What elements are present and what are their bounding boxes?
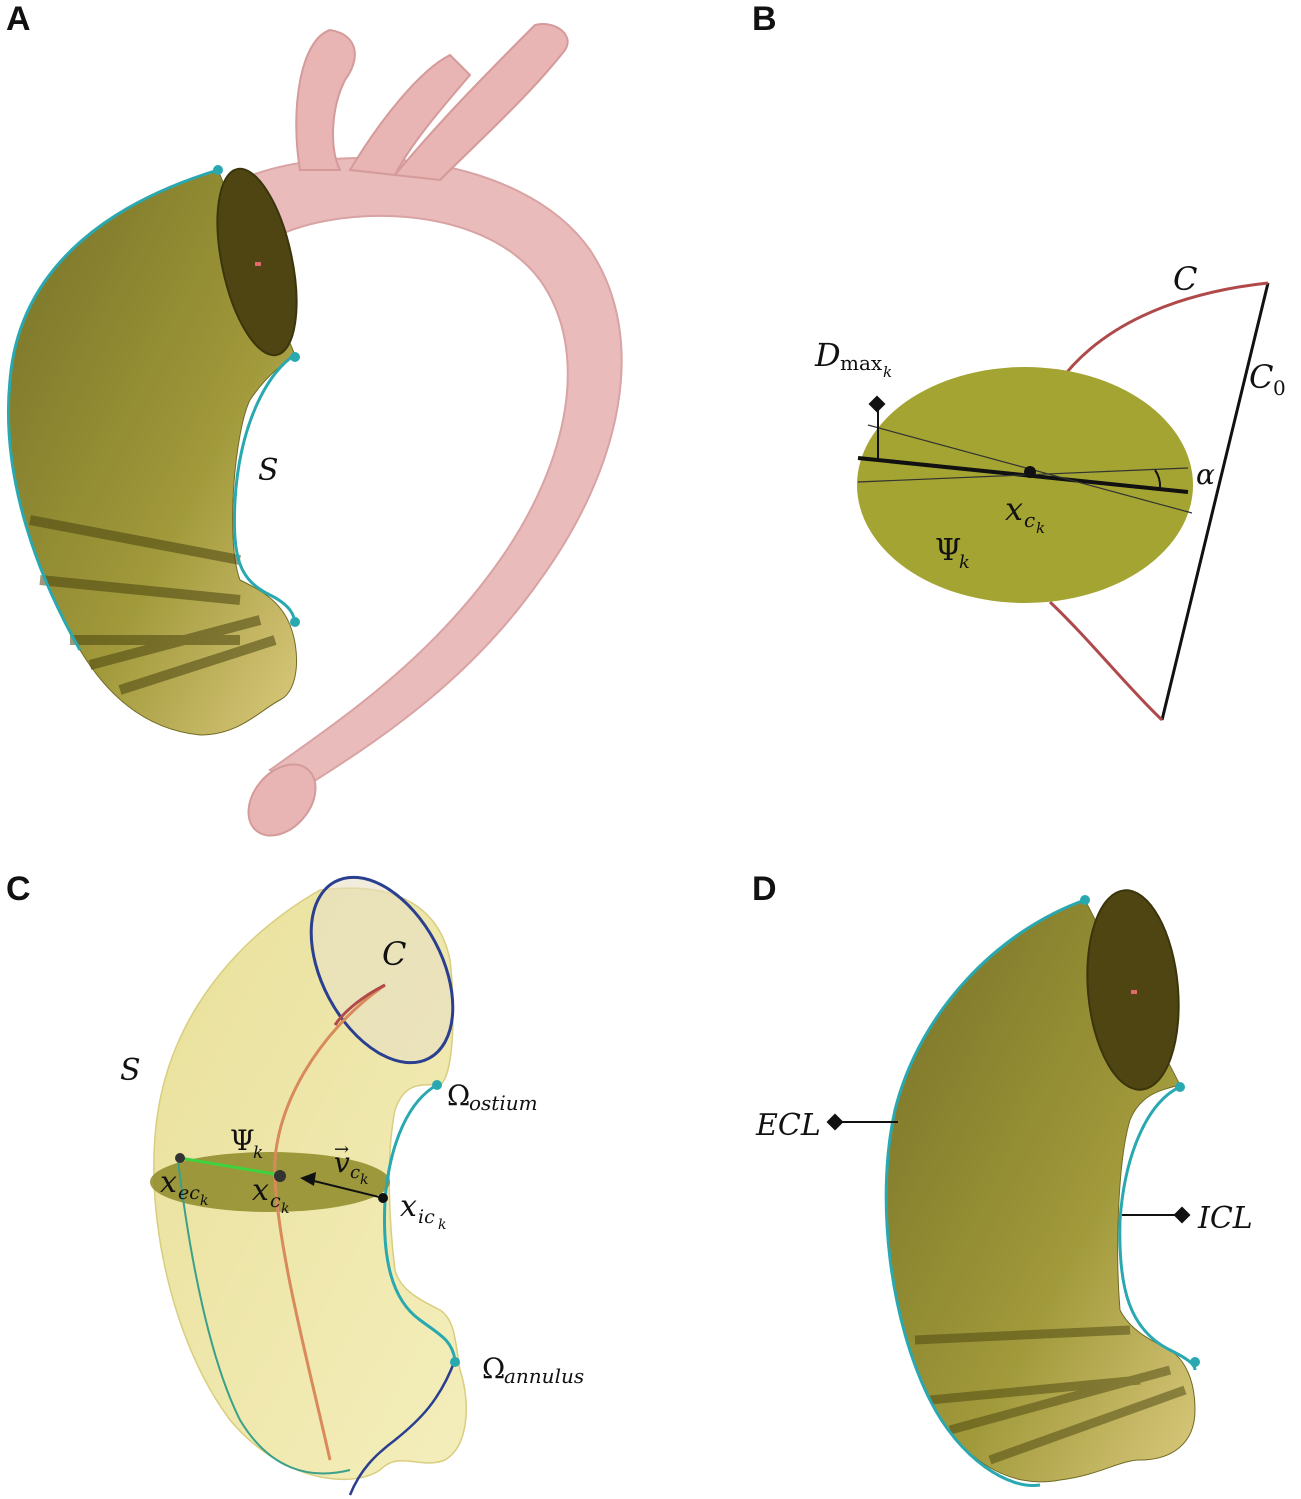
label-c-ostium-sub: ostium — [469, 1091, 538, 1115]
internal-curve-c — [383, 1083, 457, 1361]
label-b-psi-sub: k — [959, 552, 970, 573]
panel-a: S — [6, 23, 623, 837]
root-bands-d — [914, 1325, 1187, 1465]
point-top — [213, 165, 223, 175]
label-b-center-sub: c — [1024, 508, 1035, 532]
centerline-c — [273, 983, 386, 1461]
label-c-curve: C — [382, 935, 406, 973]
label-c-v: v — [334, 1146, 350, 1179]
label-b-psi: Ψ — [935, 533, 961, 568]
outlet-center-mark-d — [1131, 990, 1137, 994]
label-c-xe-sub: ec — [178, 1182, 200, 1204]
panel-b: C C 0 D max k α x c k Ψ k — [814, 260, 1286, 722]
diameter-line-2 — [857, 467, 1189, 483]
label-c-ostium: Ω — [447, 1079, 470, 1112]
alpha-arc — [1154, 469, 1162, 489]
point-xc — [274, 1170, 286, 1182]
panel-c-letter: C — [6, 870, 31, 908]
outlet-center-mark — [255, 262, 261, 266]
aortic-arch — [238, 157, 623, 792]
label-c-psi: Ψ — [230, 1124, 255, 1157]
icl-curve — [1118, 1085, 1197, 1371]
cross-section-psi — [857, 367, 1193, 603]
label-c-xi-sub: ic — [418, 1206, 435, 1228]
point-annulus-d — [1190, 1357, 1200, 1367]
label-c-psi-sub: k — [253, 1143, 263, 1163]
label-c-xe: x — [160, 1165, 177, 1200]
label-d-icl: ICL — [1197, 1201, 1253, 1236]
label-b-dmax: D — [814, 336, 841, 374]
centerline-c-top — [333, 983, 386, 1026]
external-curve-c — [177, 1159, 351, 1475]
panel-d: ECL ICL — [755, 889, 1253, 1488]
point-ostium — [290, 352, 300, 362]
label-d-ecl: ECL — [755, 1108, 821, 1143]
label-c-xi-subsub: k — [438, 1217, 446, 1233]
cross-section-psi-c — [150, 1152, 390, 1212]
label-b-center: x — [1005, 490, 1023, 528]
ecl-curve — [884, 898, 1086, 1488]
arch-end — [247, 763, 317, 837]
v-arrowhead — [300, 1172, 316, 1186]
panel-b-letter: B — [752, 0, 777, 38]
label-c-xc-sub: c — [270, 1190, 281, 1212]
v-vector — [309, 1179, 384, 1199]
label-b-alpha: α — [1196, 458, 1215, 491]
label-b-chord: C — [1249, 358, 1273, 396]
center-point — [1024, 466, 1036, 478]
icl-callout-diamond — [1173, 1206, 1191, 1224]
annulus-contour — [348, 1359, 457, 1496]
label-b-curve: C — [1173, 260, 1197, 298]
label-a-surface: S — [258, 453, 279, 488]
label-c-xe-subsub: k — [200, 1193, 208, 1209]
panel-d-letter: D — [752, 870, 777, 908]
branch-3 — [393, 23, 569, 182]
label-b-dmax-subsub: k — [883, 363, 892, 381]
root-outline — [6, 168, 219, 651]
label-b-dmax-sub: max — [840, 351, 883, 375]
branch-2 — [348, 53, 472, 177]
label-b-chord-sub: 0 — [1273, 376, 1286, 400]
point-top-d — [1080, 895, 1090, 905]
branch-1 — [295, 28, 356, 171]
label-c-v-subsub: k — [360, 1172, 368, 1188]
label-c-xc: x — [252, 1173, 269, 1208]
label-b-center-subsub: k — [1036, 519, 1045, 537]
label-c-xi: x — [400, 1189, 417, 1224]
point-ostium-d — [1175, 1082, 1185, 1092]
label-c-annulus: Ω — [482, 1352, 505, 1385]
point-annulus — [290, 617, 300, 627]
point-annulus-c — [450, 1357, 460, 1367]
ecl-callout-diamond — [826, 1113, 844, 1131]
centerline-arc-lower — [1048, 600, 1164, 722]
label-c-surface: S — [120, 1053, 141, 1088]
label-c-xc-subsub: k — [281, 1201, 289, 1217]
label-c-v-arrow: → — [334, 1139, 349, 1160]
root-bands — [29, 515, 277, 695]
point-ostium-c — [432, 1080, 442, 1090]
label-c-v-sub: c — [350, 1162, 360, 1183]
label-c-annulus-sub: annulus — [504, 1364, 584, 1388]
panel-c: C S Ω ostium Ω annulus Ψ k x ec k x c k … — [120, 875, 584, 1496]
inner-curve — [232, 353, 297, 626]
ext-segment — [179, 1156, 281, 1177]
chord-c0 — [1160, 282, 1270, 721]
point-xe — [175, 1153, 185, 1163]
panel-a-letter: A — [6, 0, 31, 38]
point-xi — [378, 1193, 388, 1203]
dmax-callout-diamond — [868, 395, 886, 413]
